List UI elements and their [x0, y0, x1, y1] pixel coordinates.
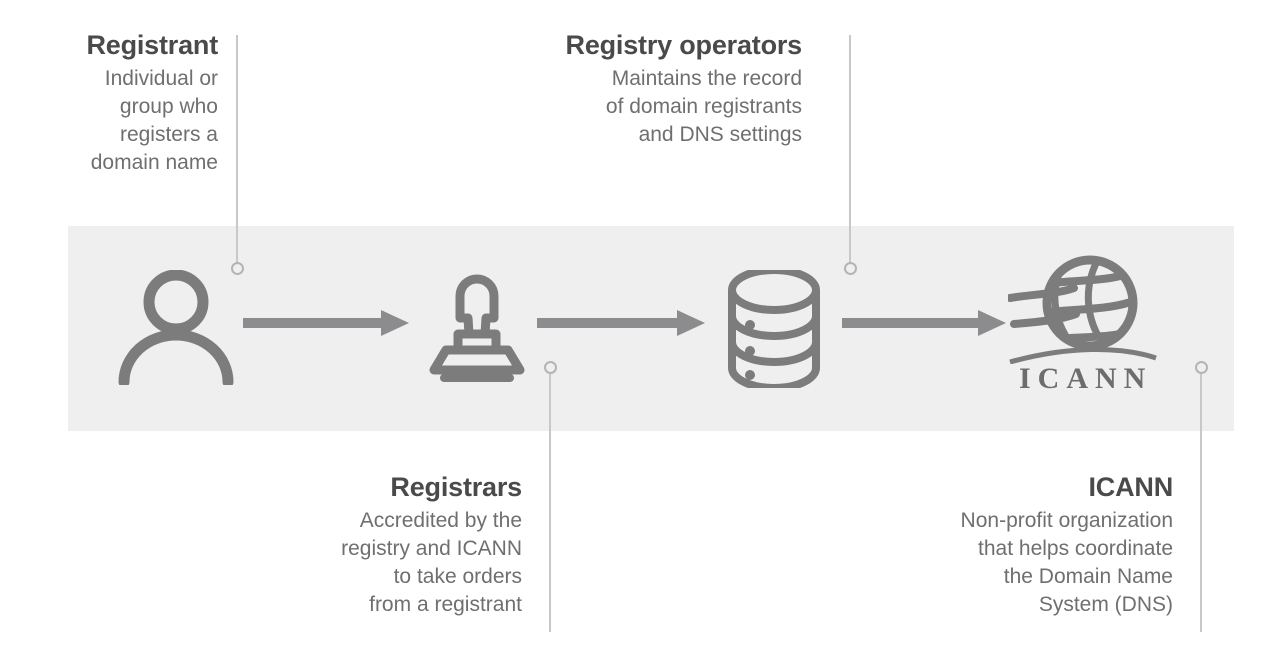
arrow-registry-to-icann — [842, 310, 1006, 336]
callout-registrars-title: Registrars — [390, 472, 522, 502]
leader-dot-registrars — [544, 361, 557, 374]
arrow-registrant-to-registrar — [243, 310, 409, 336]
leader-line-registrant — [236, 35, 238, 271]
leader-line-icann — [1200, 368, 1202, 632]
callout-registry-operators: Registry operators Maintains the record … — [470, 28, 803, 149]
callout-registrant-description: Individual or group who registers a doma… — [90, 67, 218, 174]
callout-registry-operators-title: Registry operators — [565, 30, 803, 60]
leader-dot-registrant — [231, 262, 244, 275]
callout-icann-description: Non-profit organization that helps coord… — [960, 509, 1173, 616]
callout-icann-title: ICANN — [1088, 472, 1174, 502]
person-icon — [118, 270, 234, 385]
callout-registrant-title: Registrant — [86, 30, 218, 60]
process-band — [68, 226, 1234, 431]
leader-line-registrars — [549, 368, 551, 632]
stamp-icon — [429, 274, 525, 382]
database-icon — [728, 270, 820, 388]
icann-wordmark: ICANN — [1019, 362, 1153, 395]
callout-registry-operators-description: Maintains the record of domain registran… — [605, 67, 802, 146]
leader-line-registry-operators — [849, 35, 851, 271]
callout-icann: ICANN Non-profit organization that helps… — [860, 470, 1174, 619]
leader-dot-registry-operators — [844, 262, 857, 275]
arrow-registrar-to-registry — [537, 310, 705, 336]
callout-registrant: Registrant Individual or group who regis… — [18, 28, 218, 177]
callout-registrars-description: Accredited by the registry and ICANN to … — [341, 509, 522, 616]
leader-dot-icann — [1195, 361, 1208, 374]
callout-registrars: Registrars Accredited by the registry an… — [245, 470, 522, 619]
icann-globe-logo — [1008, 255, 1157, 364]
